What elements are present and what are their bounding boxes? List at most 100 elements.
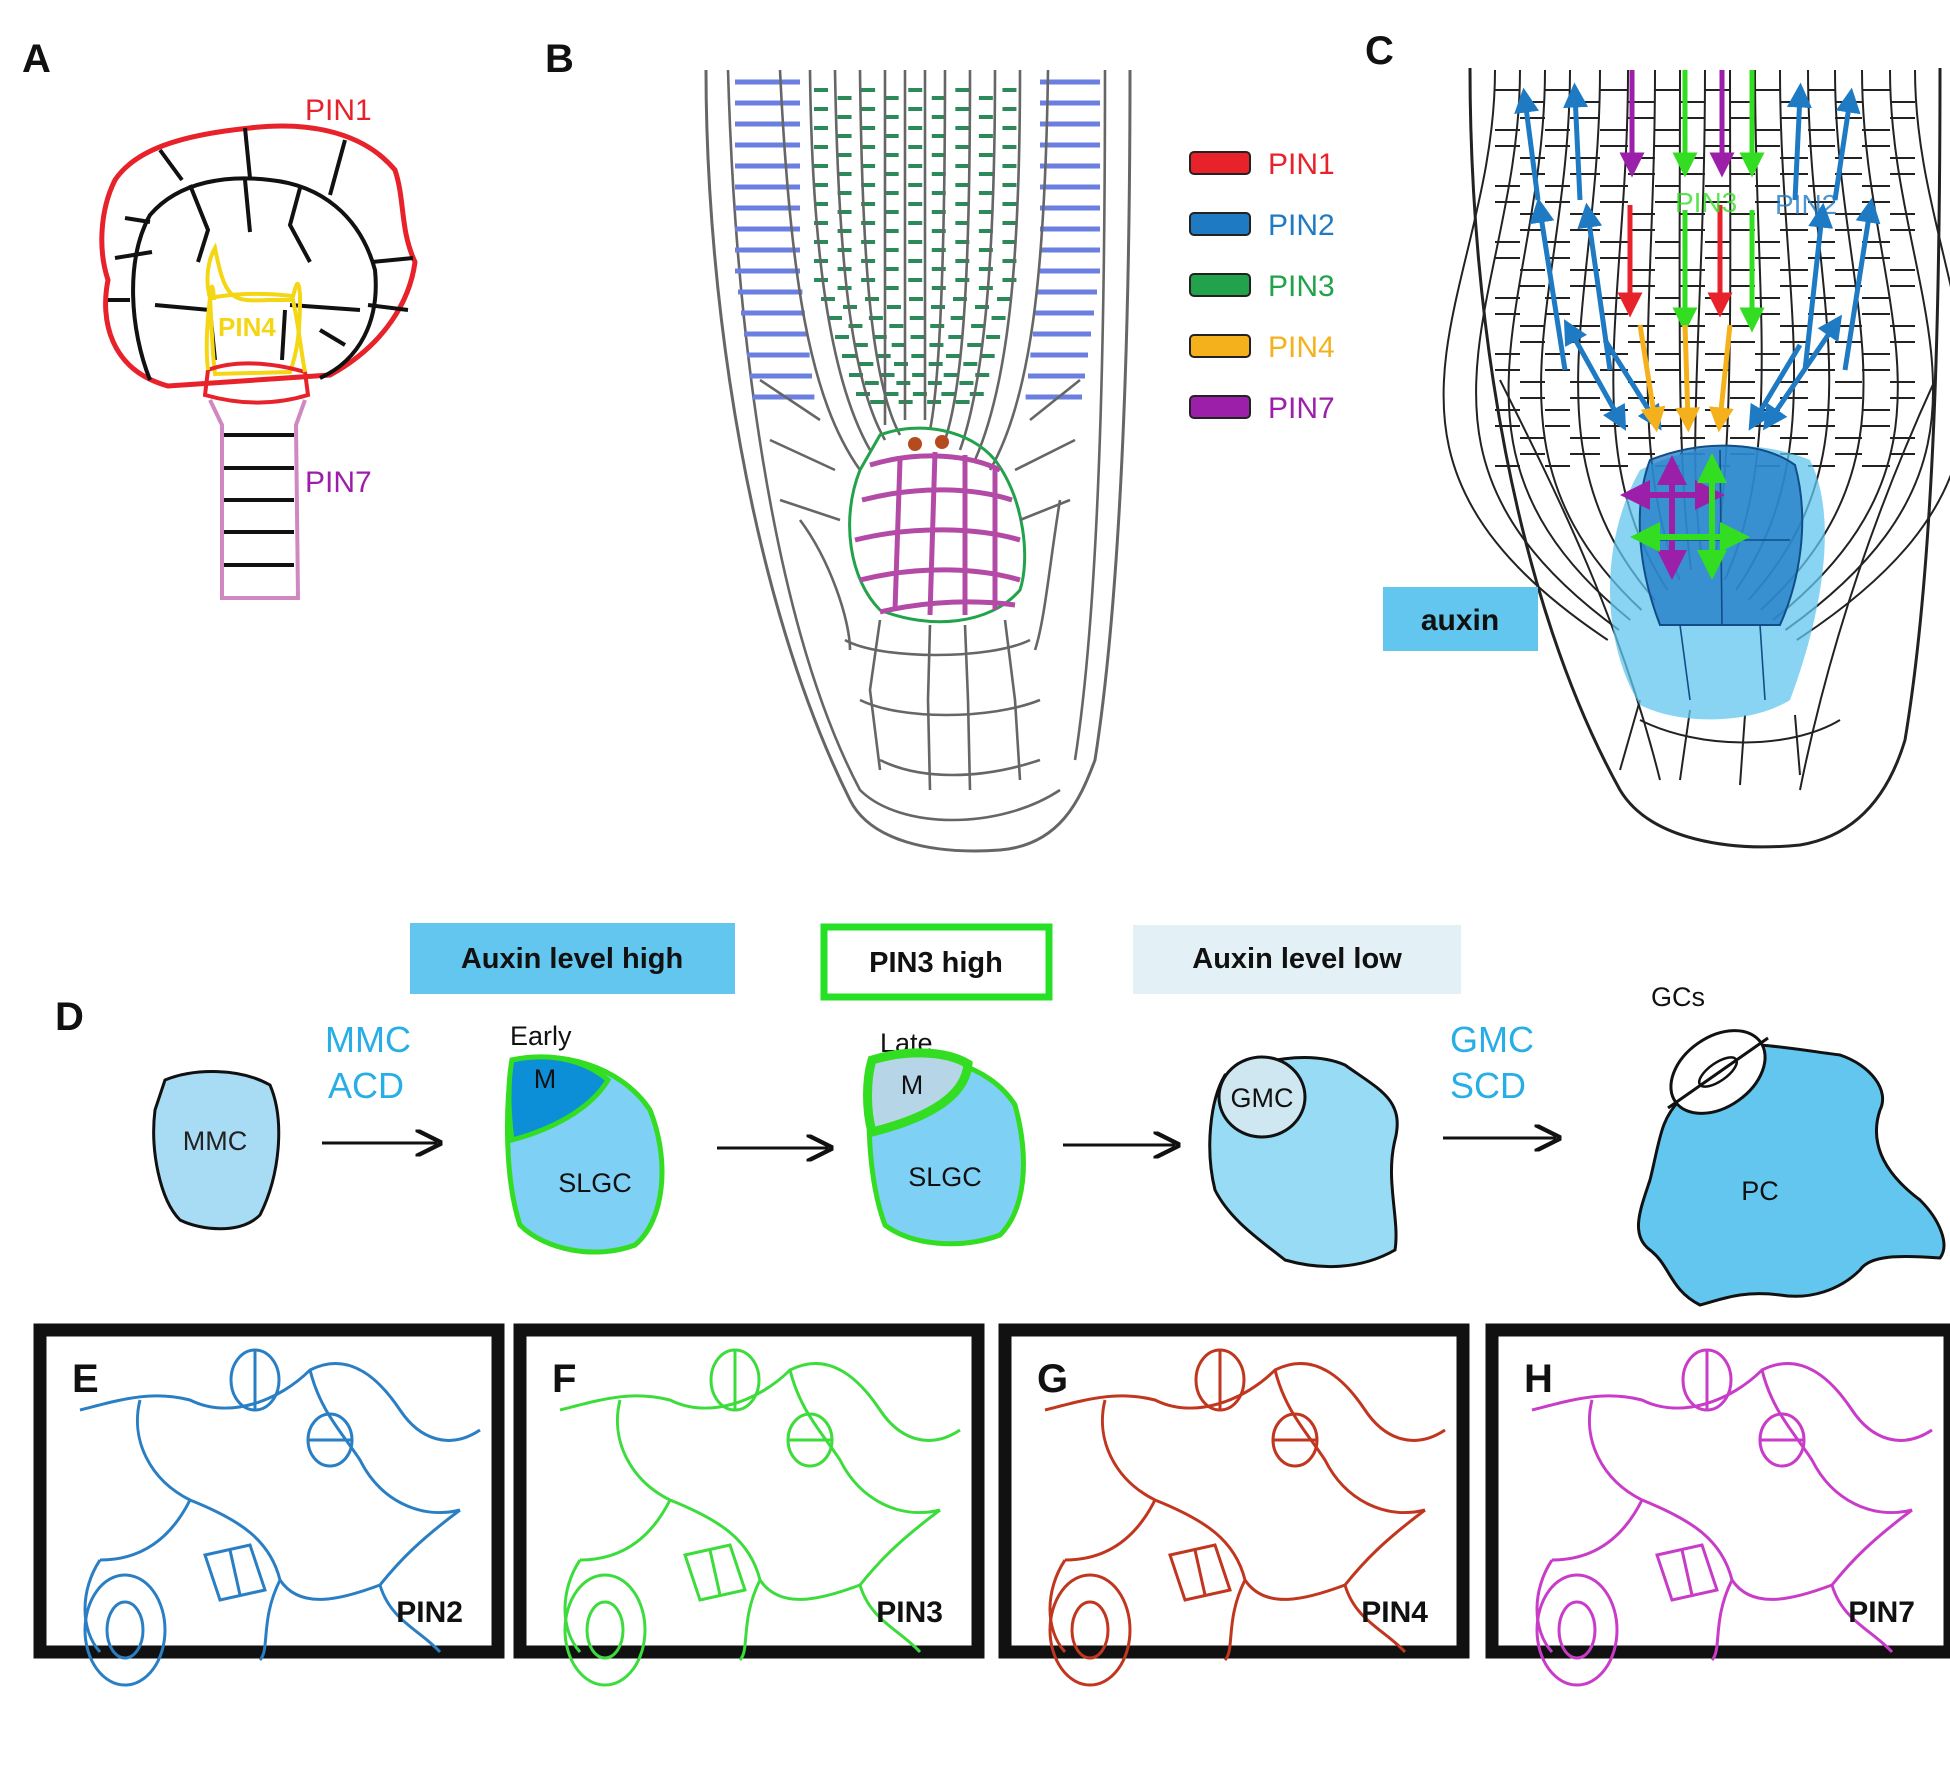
c-cell-file bbox=[1442, 69, 1609, 641]
legend-label-pin1: PIN1 bbox=[1268, 148, 1335, 181]
gcs-label: GCs bbox=[1651, 982, 1705, 1012]
c-cap-wall bbox=[1619, 699, 1801, 786]
epidermis-cells bbox=[1044, 1348, 1446, 1687]
cell-wall bbox=[1064, 1499, 1157, 1562]
box-auxin-high-label: Auxin level high bbox=[461, 943, 683, 975]
c-cell-file bbox=[1507, 69, 1631, 621]
panel-protein-label: PIN3 bbox=[876, 1596, 943, 1629]
label-c-pin3: PIN3 bbox=[1675, 187, 1737, 218]
panel-protein-label: PIN2 bbox=[396, 1596, 463, 1629]
cell-wall bbox=[99, 1499, 192, 1562]
cell-wall bbox=[858, 1508, 941, 1586]
cell-wall bbox=[1551, 1499, 1644, 1562]
cell-wall bbox=[83, 1559, 102, 1654]
panel-d: D Auxin level high PIN3 high Auxin level… bbox=[55, 923, 1946, 1307]
stoma bbox=[1168, 1543, 1232, 1602]
step1-line2: ACD bbox=[328, 1065, 404, 1106]
stoma-division bbox=[708, 1549, 722, 1596]
mmc-cell bbox=[152, 1070, 281, 1231]
legend-swatch-pin7 bbox=[1189, 395, 1251, 419]
stele-vertical-walls bbox=[778, 69, 1050, 471]
panel-frame bbox=[1485, 1323, 1950, 1659]
step1-line1: MMC bbox=[325, 1019, 411, 1060]
cell-wall bbox=[378, 1508, 461, 1586]
label-pin1: PIN1 bbox=[305, 94, 372, 127]
panel-letter-h: H bbox=[1524, 1357, 1553, 1401]
guard-cell-pair bbox=[1535, 1573, 1619, 1687]
pin2-epidermis-rungs bbox=[735, 79, 1100, 400]
box-auxin-low bbox=[1133, 925, 1461, 994]
panel-c: C bbox=[1365, 29, 1950, 849]
legend-swatch-pin3 bbox=[1189, 273, 1251, 297]
panel-frame bbox=[513, 1323, 985, 1659]
epidermis-cells bbox=[1531, 1348, 1933, 1687]
cell-wall bbox=[308, 1369, 461, 1515]
cell-wall bbox=[378, 1584, 442, 1654]
label-auxin: auxin bbox=[1421, 604, 1499, 637]
early-slgc-label: SLGC bbox=[558, 1168, 632, 1198]
epidermis-cells bbox=[559, 1348, 961, 1687]
label-pin4: PIN4 bbox=[218, 312, 276, 342]
cell-wall bbox=[738, 1579, 762, 1662]
suspensor-cell-walls bbox=[224, 433, 294, 567]
cell-wall bbox=[1710, 1579, 1734, 1662]
panel-frame bbox=[33, 1323, 505, 1659]
cell-wall bbox=[1223, 1579, 1247, 1662]
late-m-label: M bbox=[901, 1070, 924, 1100]
cell-wall bbox=[1343, 1584, 1407, 1654]
panel-letter-e: E bbox=[72, 1357, 99, 1401]
early-m-label: M bbox=[534, 1064, 557, 1094]
legend-label-pin3: PIN3 bbox=[1268, 270, 1335, 303]
panel-letter-b: B bbox=[545, 37, 574, 81]
stomatal-pore bbox=[585, 1600, 625, 1660]
stoma bbox=[1655, 1543, 1719, 1602]
legend-swatch-pin4 bbox=[1189, 334, 1251, 358]
panel-frame bbox=[998, 1323, 1470, 1659]
cell-wall bbox=[1048, 1559, 1067, 1654]
step2-line1: GMC bbox=[1450, 1019, 1534, 1060]
box-auxin-low-label: Auxin level low bbox=[1192, 943, 1402, 975]
legend-label-pin2: PIN2 bbox=[1268, 209, 1335, 242]
cell-wall bbox=[615, 1399, 861, 1601]
auxin-legend-swatch bbox=[1383, 587, 1538, 651]
panel-protein-label: PIN4 bbox=[1361, 1596, 1428, 1629]
cell-wall bbox=[1830, 1584, 1894, 1654]
embryo-cell-walls bbox=[108, 127, 414, 381]
pin3-stele-rungs bbox=[814, 88, 1017, 404]
box-pin3-high-label: PIN3 high bbox=[869, 947, 1003, 979]
stomatal-pore bbox=[1557, 1600, 1597, 1660]
root-outline-b bbox=[704, 69, 1132, 853]
pc-label: PC bbox=[1741, 1176, 1779, 1206]
panel-letter-c: C bbox=[1365, 29, 1394, 73]
guard-cell-pair bbox=[563, 1573, 647, 1687]
root-cap-cells bbox=[759, 378, 1081, 791]
c-cell-file bbox=[1540, 69, 1643, 611]
suspensor-pin7 bbox=[208, 399, 307, 600]
legend-swatch-pin1 bbox=[1189, 151, 1251, 175]
c-cap-wall bbox=[1799, 379, 1936, 791]
hypophysis-cell bbox=[202, 361, 311, 405]
c-cell-file bbox=[1772, 69, 1899, 621]
guard-cell-division bbox=[1667, 1036, 1769, 1110]
panel-letter-a: A bbox=[22, 37, 51, 81]
auxin-gradient bbox=[1610, 444, 1825, 720]
stoma-division bbox=[228, 1549, 242, 1596]
panel-protein-label: PIN7 bbox=[1848, 1596, 1915, 1629]
cell-wall bbox=[1343, 1508, 1426, 1586]
label-pin7: PIN7 bbox=[305, 466, 372, 499]
guard-cell-pair bbox=[1048, 1573, 1132, 1687]
cell-wall bbox=[563, 1559, 582, 1654]
box-auxin-high bbox=[410, 923, 735, 994]
auxin-flux-arrows bbox=[1514, 70, 1881, 580]
cell-wall bbox=[1273, 1369, 1426, 1515]
legend-swatch-pin2 bbox=[1189, 212, 1251, 236]
mmc-label: MMC bbox=[183, 1126, 247, 1156]
cell-wall bbox=[1760, 1369, 1913, 1515]
panel-letter-f: F bbox=[552, 1357, 576, 1401]
box-pin3-high bbox=[820, 923, 1053, 1001]
panel-b: B bbox=[545, 37, 1335, 853]
